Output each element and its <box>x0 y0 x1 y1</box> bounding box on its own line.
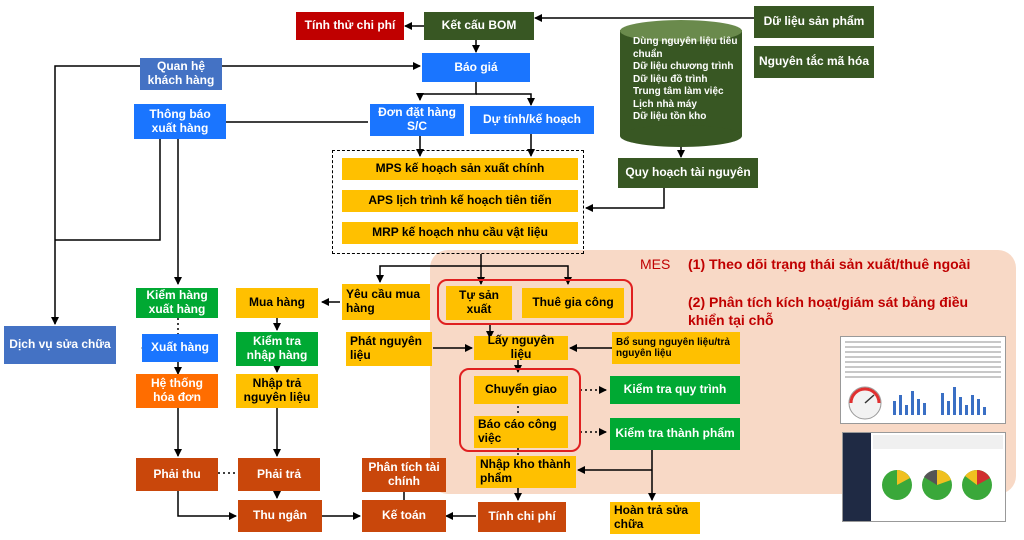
nguyen-tac-ma-hoa-box: Nguyên tắc mã hóa <box>754 46 874 78</box>
xuat-hang-box: Xuất hàng <box>142 334 218 362</box>
aps-box: APS lịch trình kế hoạch tiên tiến <box>342 190 578 212</box>
database-item: Trung tâm làm việc <box>633 86 724 97</box>
analysis-dashboard-graphic <box>845 341 1001 420</box>
du-tinh-ke-hoach-box: Dự tính/kế hoạch <box>470 106 594 134</box>
quy-hoach-tai-nguyen-box: Quy hoạch tài nguyên <box>618 158 758 188</box>
tinh-thu-chi-phi-box: Tính thử chi phí <box>296 12 404 40</box>
tinh-chi-phi-box: Tính chi phí <box>478 502 566 532</box>
ke-toan-box: Kế toán <box>362 500 446 532</box>
database-bottom <box>620 125 742 147</box>
database-body <box>620 30 742 136</box>
phat-nguyen-lieu-box: Phát nguyên liệu <box>346 332 432 366</box>
mrp-box: MRP kế hoạch nhu cầu vật liệu <box>342 222 578 244</box>
database-item: Lịch nhà máy <box>633 98 697 110</box>
database-items: Dùng nguyên liệu tiêu chuẩn Dữ liệu chươ… <box>633 36 741 124</box>
quan-he-khach-hang-box: Quan hệ khách hàng <box>140 58 222 90</box>
thue-gia-cong-box: Thuê gia công <box>522 288 624 318</box>
mps-box: MPS kế hoạch sản xuất chính <box>342 158 578 180</box>
planning-frame <box>332 150 584 254</box>
monitoring-dashboard-thumbnail <box>842 432 1006 522</box>
phai-tra-box: Phải trả <box>238 458 320 491</box>
monitoring-dashboard-graphic <box>843 433 1003 521</box>
yeu-cau-mua-hang-box: Yêu cầu mua hàng <box>342 284 430 320</box>
lay-nguyen-lieu-box: Lấy nguyên liệu <box>474 333 568 361</box>
mes-note-1: (1) Theo dõi trạng thái sản xuất/thuê ng… <box>688 256 971 272</box>
thu-ngan-box: Thu ngân <box>238 500 322 532</box>
kiem-tra-quy-trinh-box: Kiểm tra quy trình <box>610 376 740 404</box>
tu-san-xuat-box: Tự sản xuất <box>446 286 512 320</box>
bao-gia-box: Báo giá <box>422 53 530 82</box>
phai-thu-box: Phải thu <box>136 458 218 491</box>
mes-title: MES <box>640 256 671 272</box>
analysis-dashboard-thumbnail <box>840 336 1006 424</box>
database-item: Dữ liệu tồn kho <box>633 111 707 122</box>
mua-hang-box: Mua hàng <box>236 288 318 318</box>
bo-sung-nguyen-lieu-box: Bổ sung nguyên liệu/trả nguyên liệu <box>612 332 740 364</box>
database-item: Dùng nguyên liệu tiêu chuẩn <box>633 36 738 60</box>
don-dat-hang-box: Đơn đặt hàng S/C <box>370 104 464 136</box>
thong-bao-xuat-hang-box: Thông báo xuất hàng <box>134 104 226 139</box>
du-lieu-san-pham-box: Dữ liệu sản phẩm <box>754 6 874 38</box>
phan-tich-tai-chinh-box: Phân tích tài chính <box>362 458 446 492</box>
master-data-database: Dùng nguyên liệu tiêu chuẩn Dữ liệu chươ… <box>620 20 742 147</box>
chuyen-giao-box: Chuyển giao <box>474 376 568 404</box>
nhap-tra-nguyen-lieu-box: Nhập trả nguyên liệu <box>236 374 318 408</box>
nhap-kho-thanh-pham-box: Nhập kho thành phẩm <box>476 456 576 488</box>
production-highlight-frame <box>437 279 633 325</box>
database-top <box>620 20 742 42</box>
hoan-tra-sua-chua-box: Hoàn trả sửa chữa <box>610 502 700 534</box>
database-item: Dữ liệu đồ trình <box>633 73 708 85</box>
bao-cao-cong-viec-box: Báo cáo công việc <box>474 416 568 448</box>
dich-vu-sua-chua-box: Dịch vụ sửa chữa <box>4 326 116 364</box>
kiem-tra-thanh-pham-box: Kiểm tra thành phẩm <box>610 418 740 450</box>
database-item: Dữ liệu chương trình <box>633 61 734 72</box>
kiem-hang-xuat-hang-box: Kiểm hàng xuất hàng <box>136 288 218 318</box>
mes-note-2: (2) Phân tích kích hoạt/giám sát bảng đi… <box>688 294 969 328</box>
kiem-tra-nhap-hang-box: Kiểm tra nhập hàng <box>236 332 318 366</box>
ket-cau-bom-box: Kết cấu BOM <box>424 12 534 40</box>
he-thong-hoa-don-box: Hệ thống hóa đơn <box>136 374 218 408</box>
